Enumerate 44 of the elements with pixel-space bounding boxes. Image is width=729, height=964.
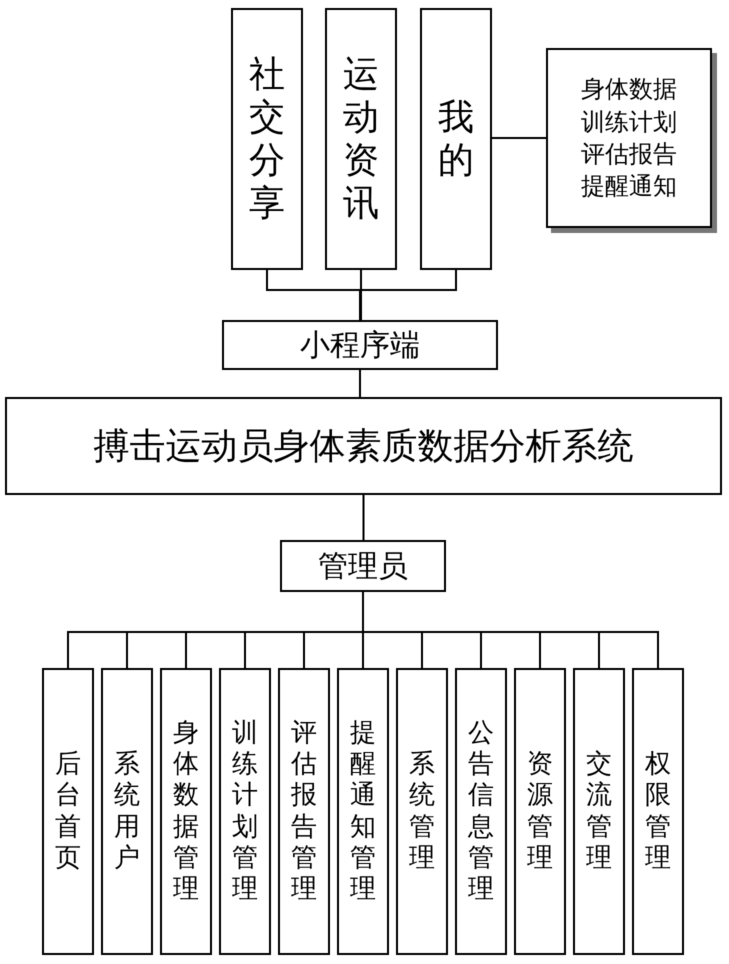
list-item: 训练计划 — [581, 106, 677, 138]
box-label: 搏击运动员身体素质数据分析系统 — [94, 424, 634, 468]
connector-line — [359, 270, 457, 320]
connector-line — [492, 137, 546, 139]
connector-line — [359, 370, 361, 397]
menu-box — [101, 668, 153, 955]
list-item: 评估报告 — [581, 139, 677, 170]
box-label: 后台首页 — [55, 749, 81, 874]
system-box — [5, 397, 722, 495]
menu-box — [231, 8, 303, 270]
module-box — [222, 320, 498, 370]
connector-line — [362, 592, 659, 668]
connector-line — [360, 270, 362, 320]
box-label: 系统管理 — [409, 749, 435, 874]
list-item: 身体数据 — [581, 74, 677, 106]
menu-box — [514, 668, 566, 955]
box-label: 训练计划管理 — [232, 718, 258, 906]
menu-box — [278, 668, 330, 955]
box-label: 系统用户 — [114, 749, 140, 874]
box-label: 我的 — [438, 96, 474, 182]
box-label: 资源管理 — [527, 749, 553, 874]
menu-box — [337, 668, 389, 955]
menu-box — [325, 8, 397, 270]
box-label: 公告信息管理 — [468, 718, 494, 906]
connector-line — [362, 495, 364, 540]
box-label: 权限管理 — [645, 749, 671, 874]
menu-box — [396, 668, 448, 955]
box-label: 提醒通知管理 — [350, 718, 376, 906]
menu-box — [420, 8, 492, 270]
menu-box — [632, 668, 684, 955]
module-box — [280, 540, 446, 592]
box-label: 评估报告管理 — [291, 718, 317, 906]
box-label: 社交分享 — [249, 52, 285, 226]
box-label: 管理员 — [318, 548, 408, 586]
list-item: 提醒通知 — [581, 171, 677, 202]
menu-box — [573, 668, 625, 955]
menu-box — [455, 668, 507, 955]
menu-box — [42, 668, 94, 955]
box-label: 小程序端 — [300, 326, 420, 364]
box-label: 身体数据管理 — [173, 718, 199, 906]
menu-box — [219, 668, 271, 955]
menu-box — [160, 668, 212, 955]
box-label: 运动资讯 — [343, 52, 379, 226]
box-label: 交流管理 — [586, 749, 612, 874]
